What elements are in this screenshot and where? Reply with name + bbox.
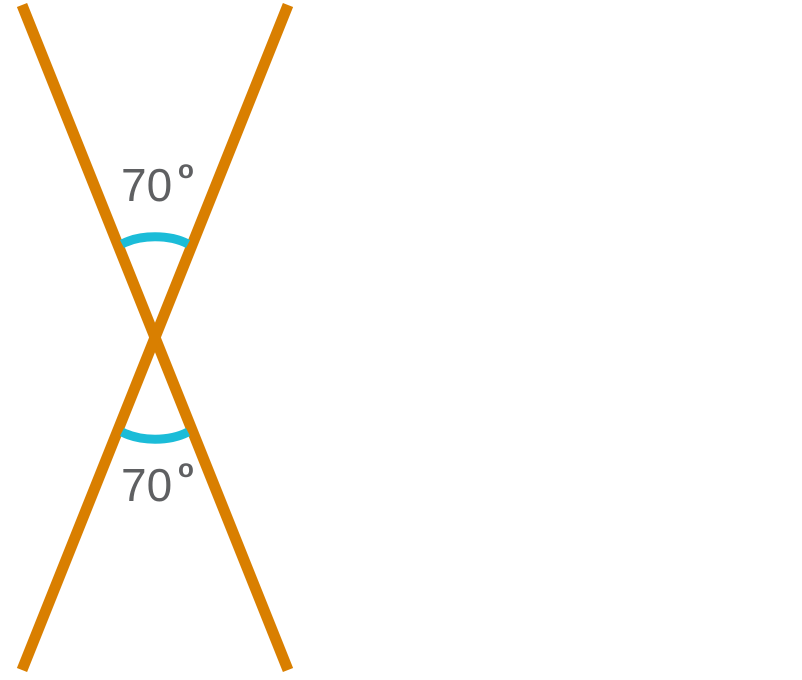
top-angle-value: 70 <box>121 159 172 211</box>
bottom-angle-label: 70 o <box>121 453 194 511</box>
line-ascending <box>16 2 294 673</box>
top-angle-label: 70 o <box>121 154 194 211</box>
top-angle-degree-symbol: o <box>178 154 194 184</box>
bottom-angle-value: 70 <box>121 459 172 511</box>
bottom-angle-arc <box>119 427 191 444</box>
top-angle-arc <box>119 232 191 249</box>
bottom-angle-degree-symbol: o <box>178 453 194 483</box>
